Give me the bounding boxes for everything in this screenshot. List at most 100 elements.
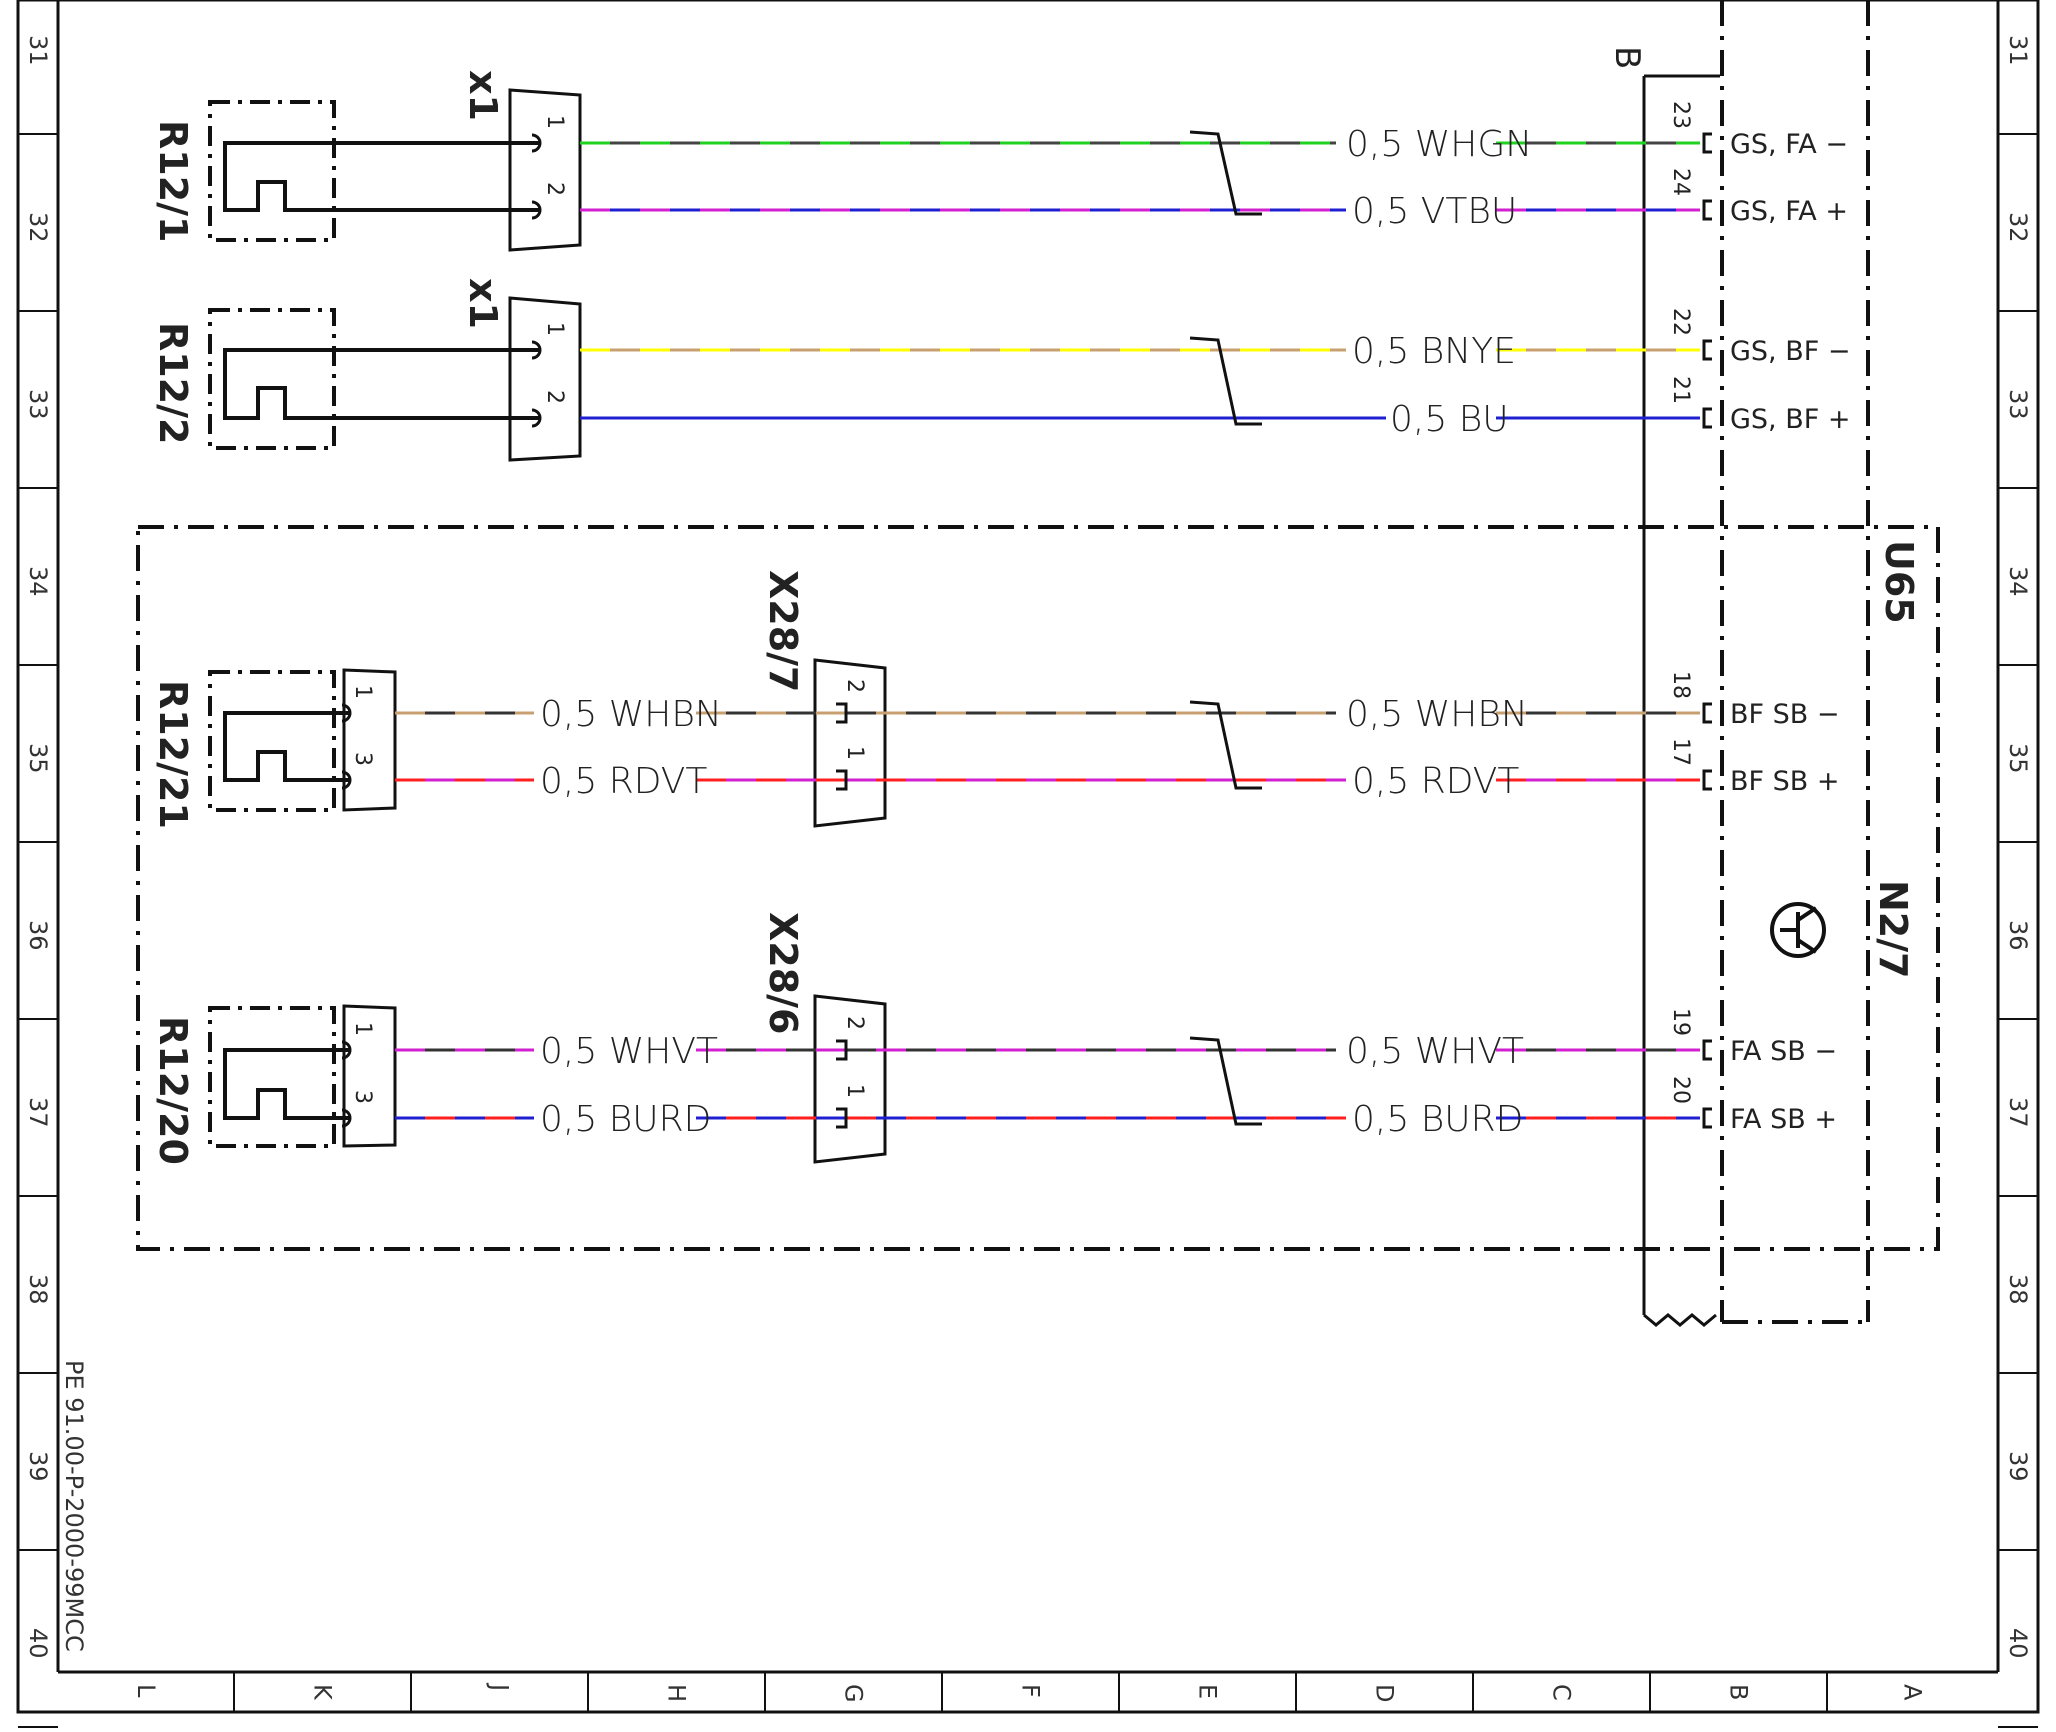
wire-w8: 0,5 BURD 0,5 BURD 20 FA SB + 3 1 [341,1076,1837,1140]
column-label: B [1725,1684,1753,1700]
connector-pin-number: 1 [542,322,567,336]
ecu-pin-number: 17 [1668,738,1693,766]
boundary-boxes [136,0,1940,1324]
row-label-left: 39 [24,1451,52,1482]
ecu-pin-icon [1702,769,1712,791]
n2-7-label: N2/7 [1871,880,1915,979]
row-label-left: 34 [24,566,52,597]
x28-pin-number: 2 [842,679,867,693]
column-label: J [486,1682,514,1691]
wire-label: 0,5 BU [1390,399,1509,440]
row-label-left: 35 [24,743,52,774]
ecu-pin-icon [1702,407,1712,429]
row-ticks [18,133,2038,1728]
ecu-pin-label: GS, FA + [1730,196,1848,227]
connector-pin-number: 1 [542,115,567,129]
row-label-right: 38 [2004,1274,2032,1305]
ecu-pin-label: FA SB + [1730,1104,1837,1135]
wire-label: 0,5 WHBN [1346,694,1528,735]
column-label: C [1548,1684,1576,1701]
ecu-pin-icon [1702,199,1712,221]
row-label-right: 34 [2004,566,2032,597]
r12-20-label: R12/20 [151,1016,195,1165]
row-label-right: 37 [2004,1097,2032,1128]
r12-2-label: R12/2 [151,322,195,444]
x28-pin-number: 1 [842,1084,867,1098]
x28-pin-icon [836,1107,848,1129]
ecu-pin-number: 18 [1668,671,1693,699]
sensor-pin-icon [341,770,352,790]
row-label-right: 33 [2004,389,2032,420]
r12-21-label: R12/21 [151,680,195,829]
sensor-r12-20: R12/20 [151,1006,350,1165]
x1-a-label: x1 [461,70,505,121]
row-label-left: 32 [24,212,52,243]
sensor-pin-number: 3 [350,752,375,766]
ecu-pin-number: 22 [1668,308,1693,336]
r12-1-label: R12/1 [151,120,195,242]
x28-6-label: X28/6 [761,912,805,1035]
twist-marks [1189,130,1262,1126]
ecu-pin-icon [1702,1107,1712,1129]
x28-pin-icon [836,1039,848,1061]
x28-pin-number: 2 [842,1016,867,1030]
ecu-pin-number: 20 [1668,1076,1693,1104]
row-label-right: 35 [2004,743,2032,774]
sensor-r12-1: R12/1 [151,100,540,242]
ecu-pin-number: 19 [1668,1008,1693,1036]
drawing-frame [16,0,2040,1714]
row-label-left: 31 [24,35,52,66]
x28-pin-icon [836,702,848,724]
row-label-left: 40 [24,1628,52,1659]
connector-pin-icon [531,408,542,428]
sensor-pin-number: 3 [350,1090,375,1104]
wire-w7: 0,5 WHVT 0,5 WHVT 19 FA SB − 1 2 [341,1008,1837,1072]
ecu-pin-icon [1702,132,1712,154]
column-label: H [663,1684,691,1702]
column-label: A [1899,1684,1927,1701]
column-label: L [132,1684,160,1698]
row-label-right: 40 [2004,1628,2032,1659]
sensor-r12-2: R12/2 [151,308,540,450]
ecu-pin-label: FA SB − [1730,1036,1837,1067]
connector-pin-icon [531,200,542,220]
sensor-pin-number: 1 [350,685,375,699]
connector-pin-number: 2 [542,182,567,196]
column-label: F [1017,1684,1045,1698]
wire-label: 0,5 BURD [1352,1099,1523,1140]
ecu-pin-icon [1702,339,1712,361]
ecu-pin-number: 21 [1668,376,1693,404]
wire-label: 0,5 WHVT [540,1031,718,1072]
u65-label: U65 [1877,540,1921,624]
sensor-pin-number: 1 [350,1022,375,1036]
wire-label: 0,5 WHBN [540,694,722,735]
b-connector-label: B [1607,46,1647,69]
row-label-left: 33 [24,389,52,420]
ecu-pin-label: GS, BF + [1730,404,1851,435]
wire-label: 0,5 WHVT [1346,1031,1524,1072]
u65-boundary [136,525,1940,1251]
b-connector-bar [1642,74,1720,1327]
ecu-pin-icon [1702,1039,1712,1061]
ecu-pin-icon [1702,702,1712,724]
column-label: E [1194,1684,1222,1699]
wire-label: 0,5 WHGN [1346,124,1532,165]
sensor-pin-icon [341,1040,352,1060]
row-label-right: 39 [2004,1451,2032,1482]
wire-label: 0,5 BURD [540,1099,711,1140]
row-label-left: 37 [24,1097,52,1128]
wire-label: 0,5 RDVT [540,761,707,802]
column-label: D [1371,1684,1399,1702]
row-label-right: 36 [2004,920,2032,951]
row-label-right: 31 [2004,35,2032,66]
sensor-pin-icon [341,703,352,723]
